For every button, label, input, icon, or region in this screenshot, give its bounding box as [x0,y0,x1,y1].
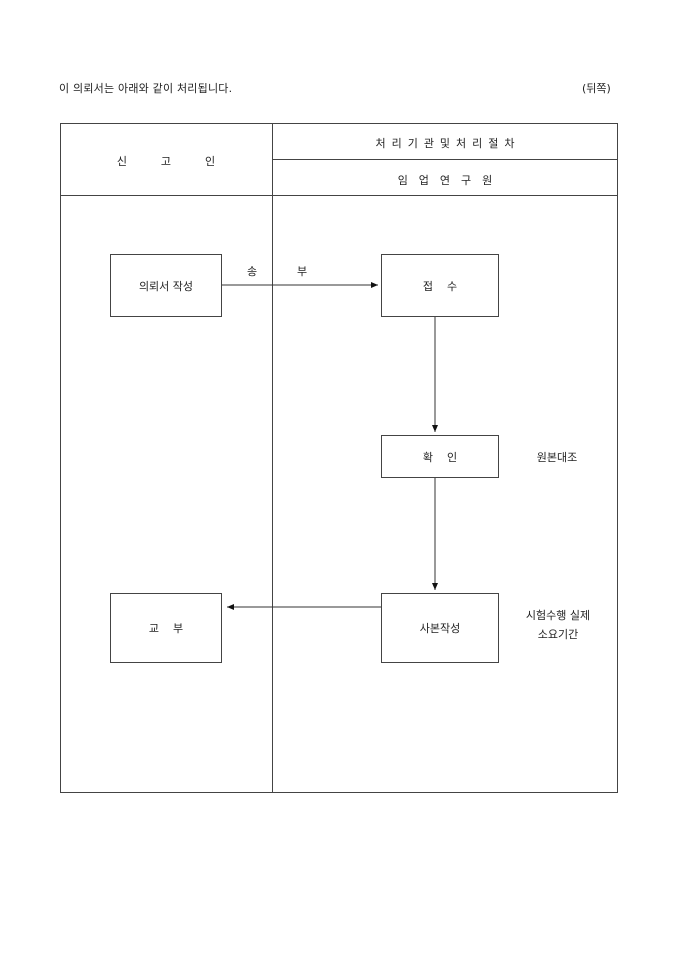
send-label-b: 부 [297,265,308,278]
subheader-divider [272,159,618,160]
note-test-duration-line1: 시험수행 실제 [525,609,591,622]
step-write-label: 의뢰서 작성 [138,279,194,293]
send-label-a: 송 [247,265,258,278]
process-table [60,123,618,793]
step-deliver: 교 부 [110,593,222,663]
step-confirm: 확 인 [381,435,499,478]
applicant-header: 신고인 [116,155,250,168]
step-deliver-label: 교 부 [148,622,184,635]
page-side-note: (뒤쪽) [582,82,611,95]
step-confirm-label: 확 인 [422,450,458,464]
procedure-header: 처리기관및처리절차 [375,137,521,150]
note-test-duration-line2: 소요기간 [537,628,579,641]
institution-header: 임업연구원 [397,174,504,187]
step-make-copy: 사본작성 [381,593,499,663]
step-copy-label: 사본작성 [419,622,461,635]
note-original-compare: 원본대조 [536,451,578,464]
step-receive: 접 수 [381,254,499,317]
step-write-request: 의뢰서 작성 [110,254,222,317]
note-test-duration: 시험수행 실제 소요기간 [510,606,606,644]
step-receive-label: 접 수 [422,279,458,293]
intro-text: 이 의뢰서는 아래와 같이 처리됩니다. [59,82,233,95]
column-divider [272,123,273,793]
header-divider [60,195,618,196]
